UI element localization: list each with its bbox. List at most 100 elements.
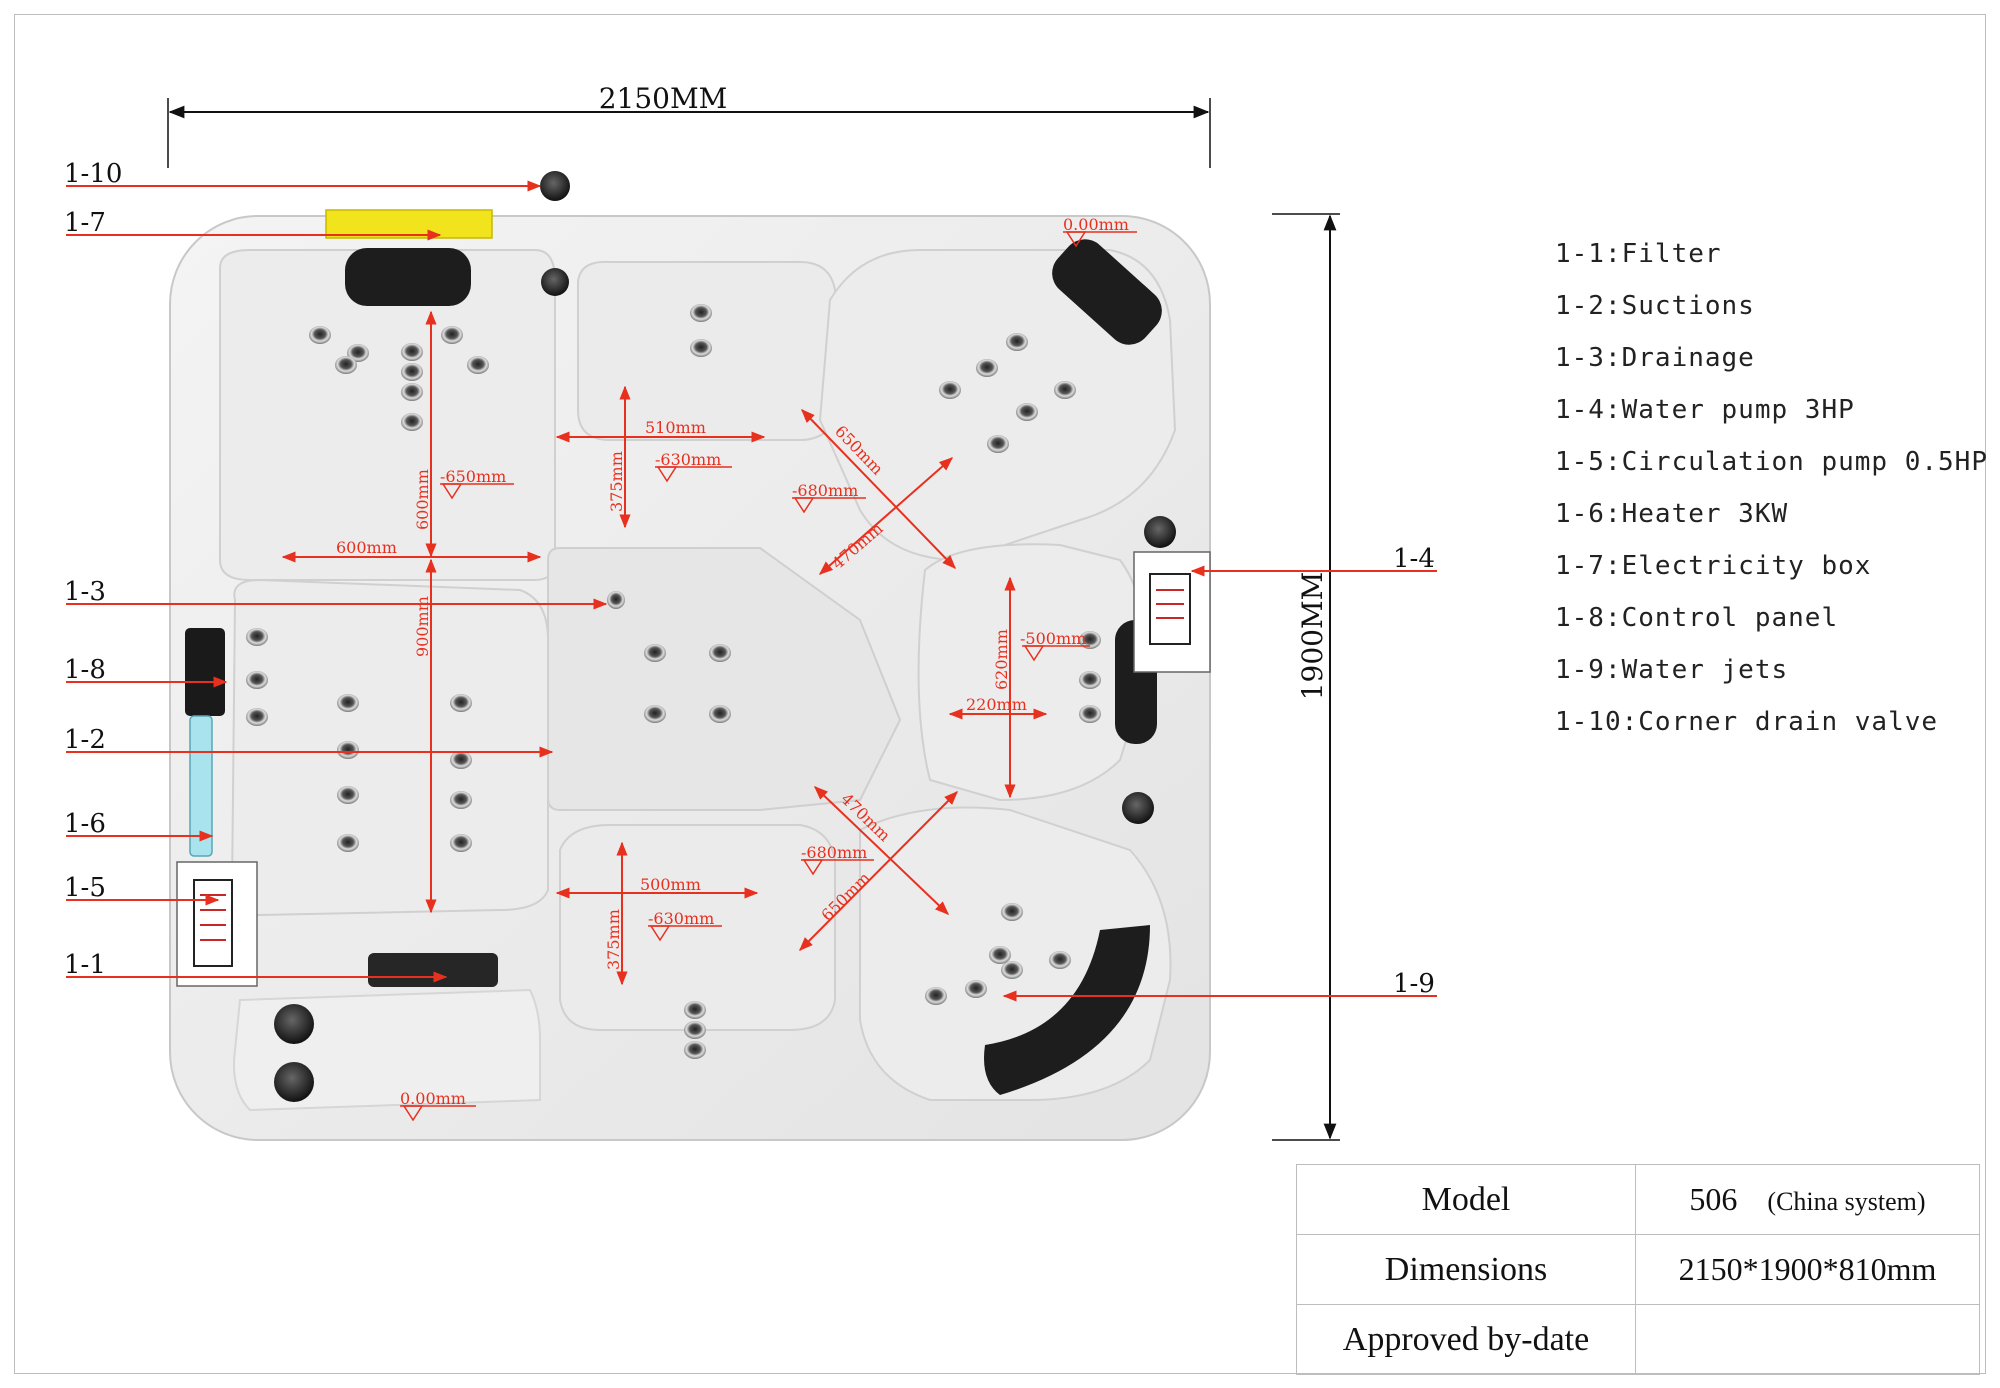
legend-item: 1-7:Electricity box: [1555, 551, 1872, 581]
measurements: [281, 310, 1048, 986]
corner-drain-valve: [540, 171, 570, 201]
spec-table: Model 506(China system) Dimensions 2150*…: [1296, 1164, 1980, 1375]
headrest-bottom-right: [984, 925, 1150, 1095]
filter-cover: [368, 953, 498, 987]
label-top-right-level: 0.00mm: [1063, 215, 1129, 234]
label-top-footwell-width: 510mm: [645, 418, 706, 437]
jet-icon: [450, 751, 472, 769]
label-top-footwell-depth: 375mm: [607, 451, 626, 512]
jet-icon: [939, 381, 961, 399]
legend-item: 1-8:Control panel: [1555, 603, 1839, 633]
callout-1-1: 1-1: [64, 950, 106, 980]
width-label: 2150MM: [599, 82, 728, 115]
model-value: 506: [1689, 1181, 1738, 1217]
jet-icon: [684, 1001, 706, 1019]
callout-1-10: 1-10: [64, 159, 122, 189]
jet-icon: [337, 741, 359, 759]
height-label: 1900MM: [1296, 572, 1329, 701]
label-right-seat-level: -500mm: [1020, 629, 1086, 648]
jet-icon: [1079, 671, 1101, 689]
jet-icon: [1001, 903, 1023, 921]
approved-label: Approved by-date: [1296, 1304, 1636, 1375]
component-legend: 1-1:Filter 1-2:Suctions 1-3:Drainage 1-4…: [1555, 228, 1988, 748]
jet-icon: [467, 356, 489, 374]
jet-icon: [246, 708, 268, 726]
jet-icon: [246, 628, 268, 646]
label-top-seat-width: 600mm: [336, 538, 397, 557]
jet-icon: [965, 980, 987, 998]
callout-labels: 1-10 1-7 1-3 1-8 1-2 1-6 1-5 1-1 1-4 1-9: [64, 159, 1435, 999]
callout-1-9: 1-9: [1393, 969, 1435, 999]
jet-icon: [1049, 951, 1071, 969]
height-dimension: 1900MM: [1272, 213, 1340, 1141]
jet-icon: [684, 1021, 706, 1039]
jet-icon: [1001, 961, 1023, 979]
callout-1-3: 1-3: [64, 577, 106, 607]
dimensions-value: 2150*1900*810mm: [1635, 1234, 1980, 1305]
label-upper-diag-level: -680mm: [792, 481, 858, 500]
jet-icon: [976, 359, 998, 377]
callout-leaders: [66, 180, 1437, 1002]
knob-right-top: [1144, 516, 1176, 548]
legend-item: 1-2:Suctions: [1555, 291, 1755, 321]
legend-item: 1-4:Water pump 3HP: [1555, 395, 1855, 425]
headrest-top-right: [1052, 239, 1162, 345]
control-panel: [185, 628, 225, 716]
knob-bottom-left-1: [274, 1004, 314, 1044]
legend-item: 1-6:Heater 3KW: [1555, 499, 1789, 529]
width-dimension: 2150MM: [167, 82, 1211, 168]
jet-icon: [1079, 631, 1101, 649]
label-bottom-level: 0.00mm: [400, 1089, 466, 1108]
jet-icon: [709, 705, 731, 723]
label-left-seat-level: -650mm: [440, 467, 506, 486]
jet-icon: [401, 363, 423, 381]
label-lower-diag-level: -680mm: [801, 843, 867, 862]
drain-outlet: [607, 591, 625, 609]
jet-icon: [1016, 403, 1038, 421]
jet-icon: [684, 1041, 706, 1059]
headrest-top-left: [345, 248, 471, 306]
jet-icon: [401, 343, 423, 361]
label-right-seat-length: 620mm: [992, 629, 1011, 690]
jet-icon: [644, 644, 666, 662]
jet-icon: [925, 987, 947, 1005]
callout-1-7: 1-7: [64, 208, 106, 238]
legend-item: 1-10:Corner drain valve: [1555, 707, 1939, 737]
water-jets: [246, 304, 1101, 1059]
callout-1-4: 1-4: [1393, 544, 1435, 574]
jet-icon: [441, 326, 463, 344]
drawing-frame: [14, 14, 1986, 1374]
jet-icon: [450, 834, 472, 852]
callout-1-2: 1-2: [64, 725, 106, 755]
jet-icon: [450, 694, 472, 712]
jet-icon: [337, 694, 359, 712]
spec-row-model: Model 506(China system): [1296, 1164, 1980, 1235]
jet-icon: [450, 791, 472, 809]
callout-1-6: 1-6: [64, 809, 106, 839]
legend-item: 1-5:Circulation pump 0.5HP: [1555, 447, 1988, 477]
knob-right: [1122, 792, 1154, 824]
jet-icon: [337, 786, 359, 804]
jet-icon: [337, 834, 359, 852]
jet-icon: [709, 644, 731, 662]
jet-icon: [401, 383, 423, 401]
fixtures: [176, 171, 1211, 1102]
callout-1-8: 1-8: [64, 655, 106, 685]
label-bottom-footwell-depth: 375mm: [604, 909, 623, 970]
air-control-top: [541, 268, 569, 296]
label-top-footwell-level: -630mm: [655, 450, 721, 469]
dimensions-label: Dimensions: [1296, 1234, 1636, 1305]
label-top-seat-depth: 600mm: [413, 469, 432, 530]
label-right-seat-width: 220mm: [966, 695, 1027, 714]
jet-icon: [644, 705, 666, 723]
jet-icon: [1006, 333, 1028, 351]
jet-icon: [1054, 381, 1076, 399]
model-cell: 506(China system): [1635, 1164, 1980, 1235]
spec-row-approved: Approved by-date: [1296, 1304, 1980, 1375]
legend-item: 1-3:Drainage: [1555, 343, 1755, 373]
jet-icon: [987, 435, 1009, 453]
jet-icon: [347, 344, 369, 362]
electricity-box: [325, 209, 493, 239]
jet-icon: [690, 304, 712, 322]
